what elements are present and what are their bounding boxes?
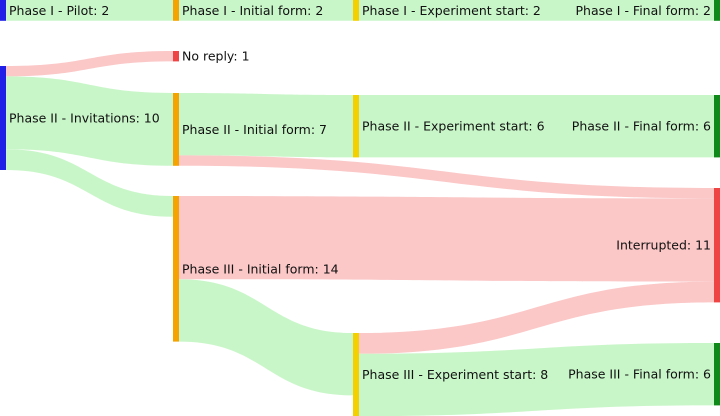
node-label-p3-initial: Phase III - Initial form: 14 [182, 261, 339, 276]
node-interrupted [714, 188, 720, 303]
node-p1-pilot [0, 0, 6, 21]
link-p3_exp-to-interrupted [359, 281, 714, 354]
node-label-p3-exp: Phase III - Experiment start: 8 [362, 367, 548, 382]
node-p3-final [714, 343, 720, 406]
link-p2_exp-to-p2_final [359, 95, 714, 158]
node-no-reply [173, 51, 179, 62]
sankey-labels: Phase I - Pilot: 2 Phase I - Initial form… [9, 3, 711, 382]
sankey-links [6, 0, 714, 416]
node-label-p3-final: Phase III - Final form: 6 [568, 367, 711, 382]
node-p3-exp [353, 333, 359, 416]
link-p1_initial-to-p1_exp [179, 0, 353, 21]
node-label-p1-exp: Phase I - Experiment start: 2 [362, 3, 541, 18]
node-p1-final [714, 0, 720, 21]
node-label-p2-initial: Phase II - Initial form: 7 [182, 122, 327, 137]
link-p2_initial-to-p2_exp [179, 93, 353, 158]
link-p2_initial-to-interrupted [179, 155, 714, 199]
node-p2-initial [173, 93, 179, 166]
link-p1_pilot-to-p1_initial [6, 0, 173, 21]
node-label-p1-pilot: Phase I - Pilot: 2 [9, 3, 109, 18]
node-label-no-reply: No reply: 1 [182, 49, 250, 64]
node-label-p2-inv: Phase II - Invitations: 10 [9, 111, 160, 126]
link-p3_exp-to-p3_final [359, 343, 714, 416]
node-p1-exp [353, 0, 359, 21]
node-p2-exp [353, 95, 359, 158]
node-label-interrupted: Interrupted: 11 [616, 238, 711, 253]
link-p3_initial-to-p3_exp [179, 279, 353, 396]
node-p2-inv [0, 66, 6, 170]
link-p2_inv-to-no_reply [6, 51, 173, 77]
link-p1_exp-to-p1_final [359, 0, 714, 21]
node-label-p1-final: Phase I - Final form: 2 [575, 3, 711, 18]
node-p1-initial [173, 0, 179, 21]
node-p2-final [714, 95, 720, 158]
node-p3-initial [173, 196, 179, 342]
link-p3_initial-to-interrupted [179, 196, 714, 282]
node-label-p2-exp: Phase II - Experiment start: 6 [362, 119, 545, 134]
link-p2_inv-to-p2_initial [6, 76, 173, 166]
node-label-p2-final: Phase II - Final form: 6 [572, 119, 711, 134]
link-p2_inv-to-p3_initial [6, 149, 173, 217]
node-label-p1-initial: Phase I - Initial form: 2 [182, 3, 323, 18]
